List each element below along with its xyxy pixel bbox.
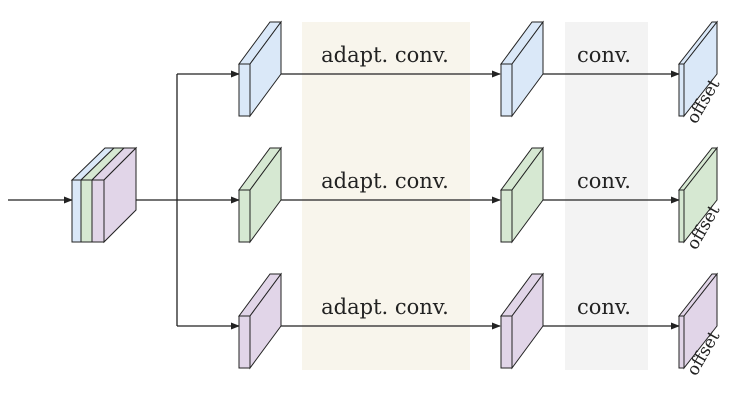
- blue-adapt-conv-label: adapt. conv.: [321, 43, 449, 67]
- green-offset-map-face: [678, 189, 685, 243]
- green-feature-map-2-face: [500, 189, 513, 243]
- purple-adapt-conv-label: adapt. conv.: [321, 295, 449, 319]
- purple-feature-map-2-face: [500, 315, 513, 369]
- input-map-green-face: [80, 179, 93, 243]
- input-map-purple-face: [91, 179, 105, 243]
- green-conv-label: conv.: [577, 169, 631, 193]
- purple-offset-map-face: [678, 315, 685, 369]
- purple-feature-map-1-face: [238, 315, 251, 369]
- blue-conv-label: conv.: [577, 43, 631, 67]
- conv-band: [565, 22, 648, 370]
- blue-feature-map-2-face: [500, 63, 513, 117]
- purple-conv-label: conv.: [577, 295, 631, 319]
- adapt-conv-band: [302, 22, 470, 370]
- green-adapt-conv-label: adapt. conv.: [321, 169, 449, 193]
- blue-feature-map-1-face: [238, 63, 251, 117]
- input-feature-stack: [70, 146, 138, 244]
- green-feature-map-1-face: [238, 189, 251, 243]
- input-map-blue-face: [71, 179, 82, 243]
- blue-offset-map-face: [678, 63, 685, 117]
